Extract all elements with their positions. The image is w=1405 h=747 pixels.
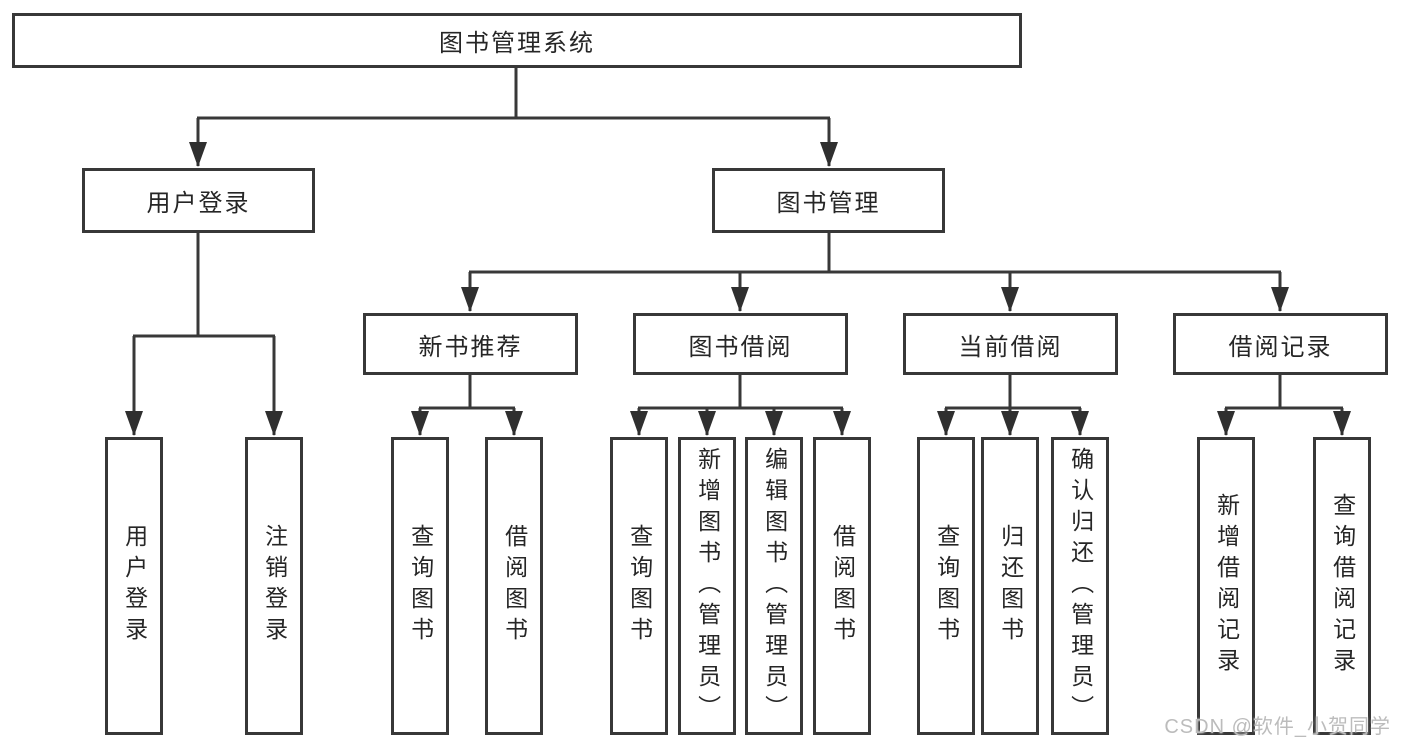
node-book-management-label: 图书管理 [776, 190, 881, 217]
leaf-add-borrow-record: 新增借阅记录 [1197, 437, 1255, 735]
leaf-confirm-return-admin: 确认归还（管理员） [1051, 437, 1109, 735]
leaf-edit-book-admin: 编辑图书（管理员） [745, 437, 803, 735]
node-book-borrow-label: 图书借阅 [688, 333, 793, 361]
connector-records-to-leaves [1224, 374, 1344, 435]
node-user-login: 用户登录 [82, 168, 315, 233]
leaf-recommend-borrow-book-label: 借阅图书 [501, 524, 528, 648]
leaf-logout: 注销登录 [245, 437, 303, 735]
leaf-return-book: 归还图书 [981, 437, 1039, 735]
connector-root-to-level2 [196, 68, 831, 166]
node-new-book-recommend-label: 新书推荐 [418, 333, 523, 361]
leaf-confirm-return-admin-label: 确认归还（管理员） [1067, 446, 1094, 726]
leaf-borrow-query-book: 查询图书 [610, 437, 668, 735]
leaf-user-login: 用户登录 [105, 437, 163, 735]
arrowheads [125, 142, 1351, 436]
leaf-add-book-admin-label: 新增图书（管理员） [694, 446, 721, 726]
node-borrow-records-label: 借阅记录 [1228, 333, 1333, 361]
connector-bookmgmt-to-modules [468, 232, 1282, 311]
node-borrow-records: 借阅记录 [1173, 313, 1388, 375]
node-user-login-label: 用户登录 [146, 190, 251, 217]
leaf-borrow-query-book-label: 查询图书 [626, 524, 653, 648]
leaf-query-borrow-record: 查询借阅记录 [1313, 437, 1371, 735]
leaf-add-borrow-record-label: 新增借阅记录 [1213, 493, 1240, 679]
node-root: 图书管理系统 [12, 13, 1022, 68]
leaf-recommend-query-book-label: 查询图书 [407, 524, 434, 648]
node-current-borrow: 当前借阅 [903, 313, 1118, 375]
connector-userlogin-to-leaves [132, 232, 276, 435]
leaf-borrow-book-label: 借阅图书 [829, 524, 856, 648]
node-root-label: 图书管理系统 [439, 30, 595, 57]
leaf-add-book-admin: 新增图书（管理员） [678, 437, 736, 735]
leaf-query-borrow-record-label: 查询借阅记录 [1329, 493, 1356, 679]
node-book-management: 图书管理 [712, 168, 945, 233]
leaf-logout-label: 注销登录 [261, 524, 288, 648]
node-current-borrow-label: 当前借阅 [958, 333, 1063, 361]
leaf-user-login-label: 用户登录 [121, 524, 148, 648]
leaf-recommend-query-book: 查询图书 [391, 437, 449, 735]
leaf-edit-book-admin-label: 编辑图书（管理员） [761, 446, 788, 726]
leaf-borrow-book: 借阅图书 [813, 437, 871, 735]
watermark: CSDN @软件_小贺同学 [1164, 716, 1391, 738]
leaf-recommend-borrow-book: 借阅图书 [485, 437, 543, 735]
leaf-return-book-label: 归还图书 [997, 524, 1024, 648]
node-new-book-recommend: 新书推荐 [363, 313, 578, 375]
connector-borrow-to-leaves [637, 374, 844, 435]
connector-newbook-to-leaves [418, 374, 516, 435]
node-book-borrow: 图书借阅 [633, 313, 848, 375]
leaf-current-query-book: 查询图书 [917, 437, 975, 735]
leaf-current-query-book-label: 查询图书 [933, 524, 960, 648]
